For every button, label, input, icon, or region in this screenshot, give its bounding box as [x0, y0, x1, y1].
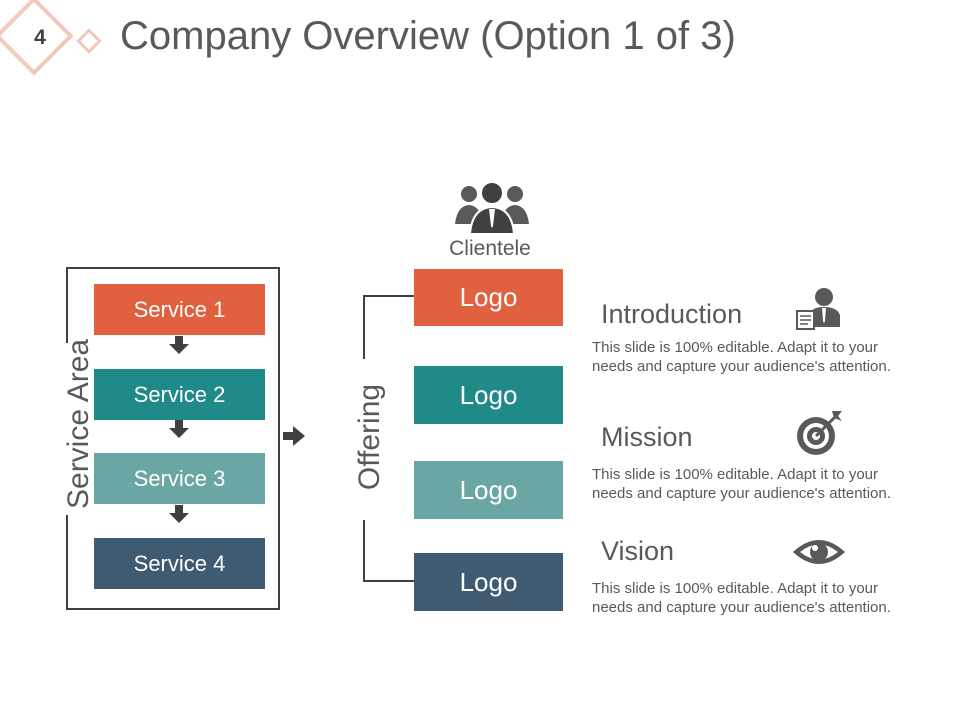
arrow-down-icon	[169, 505, 189, 523]
introduction-title: Introduction	[601, 299, 743, 329]
logo-box-3: Logo	[414, 461, 563, 519]
presenter-icon	[796, 288, 840, 330]
eye-icon	[793, 540, 845, 564]
service-box-3: Service 3	[94, 453, 265, 504]
service-box-1: Service 1	[94, 284, 265, 335]
offering-bracket-top	[363, 295, 365, 359]
introduction-description: This slide is 100% editable. Adapt it to…	[592, 339, 891, 375]
offering-connector-bottom	[363, 580, 414, 582]
logo-box-1: Logo	[414, 269, 563, 326]
offering-label: Offering	[353, 371, 387, 503]
target-icon	[797, 411, 842, 455]
service-box-2: Service 2	[94, 369, 265, 420]
vision-description: This slide is 100% editable. Adapt it to…	[592, 580, 891, 616]
arrow-down-icon	[169, 336, 189, 354]
clientele-label: Clientele	[449, 237, 531, 260]
mission-description: This slide is 100% editable. Adapt it to…	[592, 466, 891, 502]
vision-title: Vision	[601, 536, 675, 566]
arrow-down-icon	[169, 420, 189, 438]
logo-box-2: Logo	[414, 366, 563, 424]
mission-title: Mission	[601, 422, 693, 452]
service-area-label: Service Area	[62, 339, 96, 515]
offering-bracket-bottom	[363, 520, 365, 582]
service-box-4: Service 4	[94, 538, 265, 589]
slide-number: 4	[34, 26, 46, 49]
offering-connector-top	[363, 295, 414, 297]
logo-box-4: Logo	[414, 553, 563, 611]
people-group-icon	[455, 181, 529, 234]
slide-title: Company Overview (Option 1 of 3)	[120, 14, 736, 58]
decorative-diamond	[76, 28, 102, 54]
arrow-right-icon	[283, 426, 305, 446]
